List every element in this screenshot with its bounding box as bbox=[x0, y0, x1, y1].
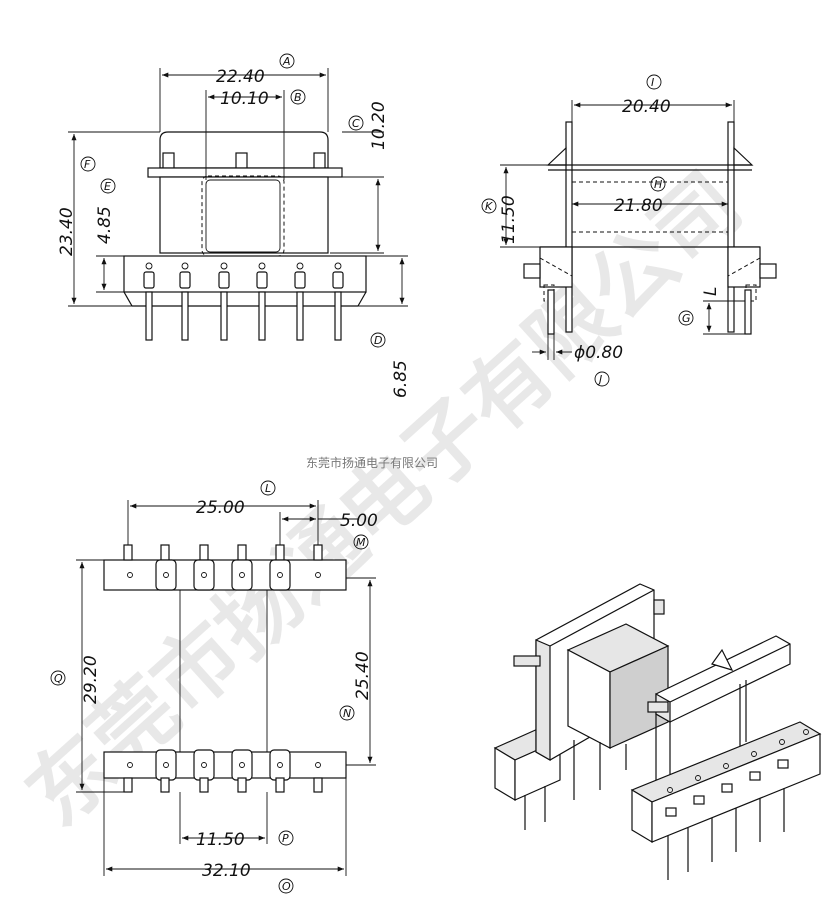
tag-F: F bbox=[80, 156, 96, 172]
svg-text:I: I bbox=[651, 76, 654, 89]
tag-B: B bbox=[290, 89, 306, 105]
svg-text:M: M bbox=[356, 536, 366, 549]
dim-side-height: 11.50 bbox=[499, 195, 519, 244]
tag-L: L bbox=[260, 480, 276, 496]
svg-text:K: K bbox=[485, 200, 493, 213]
tag-Q: Q bbox=[50, 670, 66, 686]
svg-text:H: H bbox=[654, 178, 662, 191]
dim-front-height: 23.40 bbox=[57, 207, 77, 256]
isometric-view bbox=[493, 583, 822, 880]
svg-text:B: B bbox=[294, 91, 302, 104]
bottom-view: 25.00 5.00 25.40 29.20 11.50 32.10 L M Q… bbox=[50, 480, 378, 894]
dim-bottom-pitch-span: 25.00 bbox=[196, 498, 245, 518]
svg-text:Q: Q bbox=[54, 672, 63, 685]
tag-E: E bbox=[100, 178, 116, 194]
tag-I: I bbox=[646, 74, 662, 90]
dim-bottom-pitch: 5.00 bbox=[340, 511, 378, 531]
svg-text:E: E bbox=[104, 180, 111, 193]
dim-front-inner: 10.10 bbox=[220, 89, 269, 109]
dim-side-L: L bbox=[701, 287, 721, 296]
svg-text:G: G bbox=[682, 312, 691, 325]
watermark-diagonal: 东莞市扬通电子有限公司 bbox=[8, 154, 760, 845]
dim-front-top: 10.20 bbox=[369, 101, 389, 150]
dim-front-base: 4.85 bbox=[95, 206, 115, 244]
tag-G: G bbox=[678, 310, 694, 326]
side-view: 20.40 21.80 11.50 ϕ0.80 L I H K G J bbox=[481, 74, 777, 387]
dim-bottom-center: 11.50 bbox=[196, 830, 245, 850]
svg-text:L: L bbox=[265, 482, 271, 495]
svg-text:C: C bbox=[352, 117, 360, 130]
dim-bottom-inner-height: 25.40 bbox=[353, 651, 373, 700]
dim-front-pin: 6.85 bbox=[391, 360, 411, 398]
front-view: 22.40 10.10 10.20 23.40 4.85 6.85 A B C … bbox=[57, 53, 411, 398]
tag-A: A bbox=[279, 53, 295, 69]
tag-C: C bbox=[348, 115, 364, 131]
dim-side-pin-dia: ϕ0.80 bbox=[574, 343, 623, 363]
dim-front-width: 22.40 bbox=[216, 67, 265, 87]
tag-N: N bbox=[339, 705, 355, 721]
tag-H: H bbox=[650, 176, 666, 192]
dim-bottom-height: 29.20 bbox=[81, 655, 101, 704]
svg-text:F: F bbox=[84, 158, 91, 171]
svg-text:O: O bbox=[282, 880, 291, 893]
dim-side-inner: 21.80 bbox=[614, 196, 663, 216]
dim-side-span: 20.40 bbox=[622, 97, 671, 117]
tag-K: K bbox=[481, 198, 497, 214]
watermark-diagonal-text: 东莞市扬通电子有限公司 bbox=[8, 154, 760, 845]
tag-P: P bbox=[278, 830, 294, 846]
tag-D: D bbox=[370, 332, 386, 348]
watermark-company-line: 东莞市扬通电子有限公司 bbox=[306, 455, 438, 470]
tag-J: J bbox=[594, 371, 610, 387]
tag-O: O bbox=[278, 878, 294, 894]
tag-M: M bbox=[353, 534, 369, 550]
svg-text:D: D bbox=[374, 334, 382, 347]
svg-text:N: N bbox=[343, 707, 351, 720]
svg-text:A: A bbox=[282, 55, 291, 68]
dim-bottom-width: 32.10 bbox=[202, 861, 251, 881]
svg-text:P: P bbox=[282, 832, 289, 845]
svg-text:J: J bbox=[597, 373, 602, 386]
